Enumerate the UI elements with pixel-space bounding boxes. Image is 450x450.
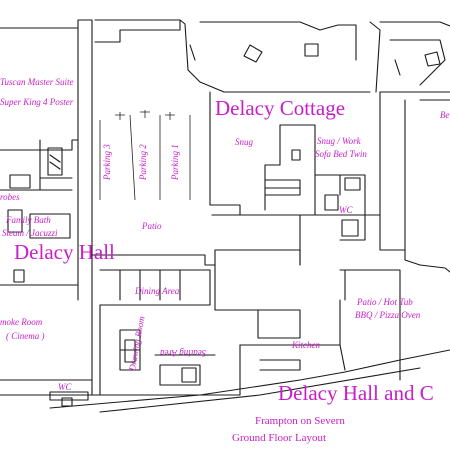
label-patio-hot-tub: Patio / Hot Tub (357, 297, 413, 307)
label-super-king-poster: Super King 4 Poster (0, 97, 74, 107)
title-layout: Ground Floor Layout (232, 432, 327, 444)
label-parking-3: Parking 3 (102, 144, 112, 180)
label-wc-right: WC (339, 205, 353, 215)
label-smoke-room: moke Room (0, 317, 43, 327)
label-tuscan-master-suite: Tuscan Master Suite (0, 77, 74, 87)
top-outbuildings (94, 19, 450, 93)
label-parking-2: Parking 2 (138, 144, 148, 180)
label-wc-left: WC (58, 382, 72, 392)
label-dining-area: Dining Area (135, 286, 180, 296)
delacy-cottage-walls (209, 91, 450, 266)
label-sofa-bed-twin: Sofa Bed Twin (315, 149, 367, 159)
label-bbq-pizza-oven: BBQ / Pizza Oven (355, 310, 421, 320)
label-kitchen: Kitchen (292, 340, 320, 350)
label-cinema: ( Cinema ) (6, 331, 45, 341)
label-delacy-cottage: Delacy Cottage (215, 96, 346, 120)
label-delacy-hall: Delacy Hall (14, 240, 115, 264)
title-main: Delacy Hall and C (278, 381, 434, 405)
title-location: Frampton on Severn (255, 415, 345, 427)
parking-bays (99, 110, 191, 201)
label-seating-area: Seating Area (160, 348, 207, 358)
label-snug-left: Snug (235, 137, 253, 147)
label-robes: robes (0, 192, 20, 202)
label-steam-jacuzzi: Steam / Jacuzzi (2, 228, 58, 238)
label-parking-1: Parking 1 (170, 144, 180, 180)
main-hall-walls (49, 249, 450, 413)
label-snug-work: Snug / Work (317, 136, 361, 146)
delacy-hall-walls (0, 19, 93, 407)
label-patio: Patio (142, 221, 162, 231)
label-family-bath: Family Bath (6, 215, 51, 225)
label-right-edge: Be (440, 110, 450, 120)
